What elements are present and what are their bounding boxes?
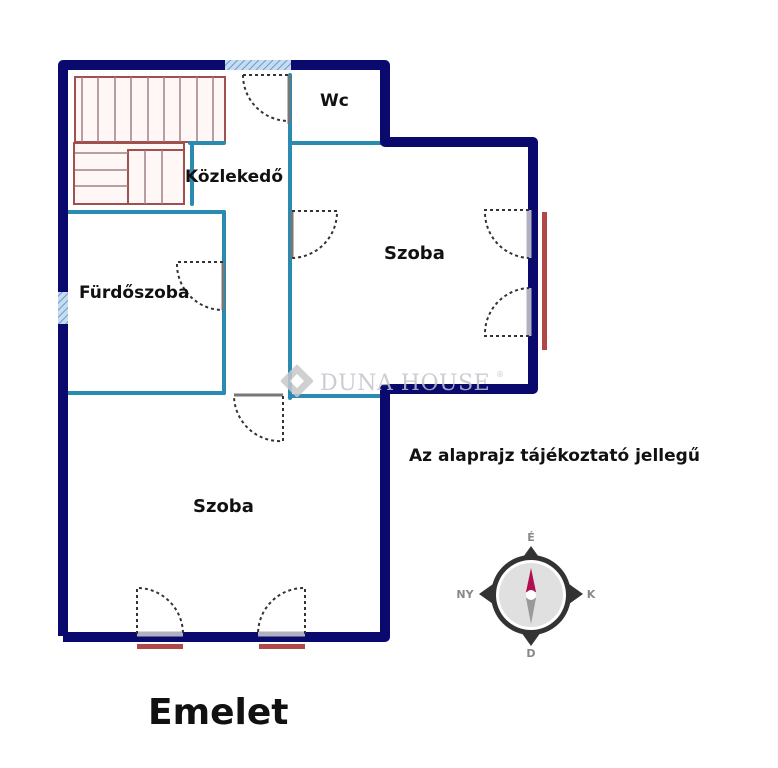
compass-east-label: K xyxy=(587,588,596,601)
floor-title: Emelet xyxy=(148,692,289,733)
room-label-room-right: Szoba xyxy=(384,243,445,264)
window-bars xyxy=(137,212,547,649)
watermark-logo: DUNA HOUSE ® xyxy=(280,364,504,398)
window-hatch-top xyxy=(225,60,291,70)
window-sills xyxy=(137,210,532,637)
compass-icon: É D NY K xyxy=(456,531,595,660)
duna-house-logo-icon xyxy=(280,364,314,398)
door-swings xyxy=(136,74,530,635)
watermark-text: DUNA HOUSE xyxy=(320,371,490,396)
outer-walls xyxy=(58,60,538,642)
staircase xyxy=(73,76,226,205)
window-hatch-left xyxy=(58,292,68,324)
room-label-room-bottom: Szoba xyxy=(193,496,254,517)
disclaimer-text: Az alaprajz tájékoztató jellegű xyxy=(409,446,700,466)
room-label-hallway: Közlekedő xyxy=(185,167,283,187)
room-label-wc: Wc xyxy=(320,91,349,111)
watermark-registered: ® xyxy=(496,370,504,379)
compass-north-label: É xyxy=(527,531,535,544)
compass-west-label: NY xyxy=(456,588,474,601)
room-label-bathroom: Fürdőszoba xyxy=(79,283,189,303)
compass-south-label: D xyxy=(526,647,535,660)
door-leaves xyxy=(221,75,294,397)
